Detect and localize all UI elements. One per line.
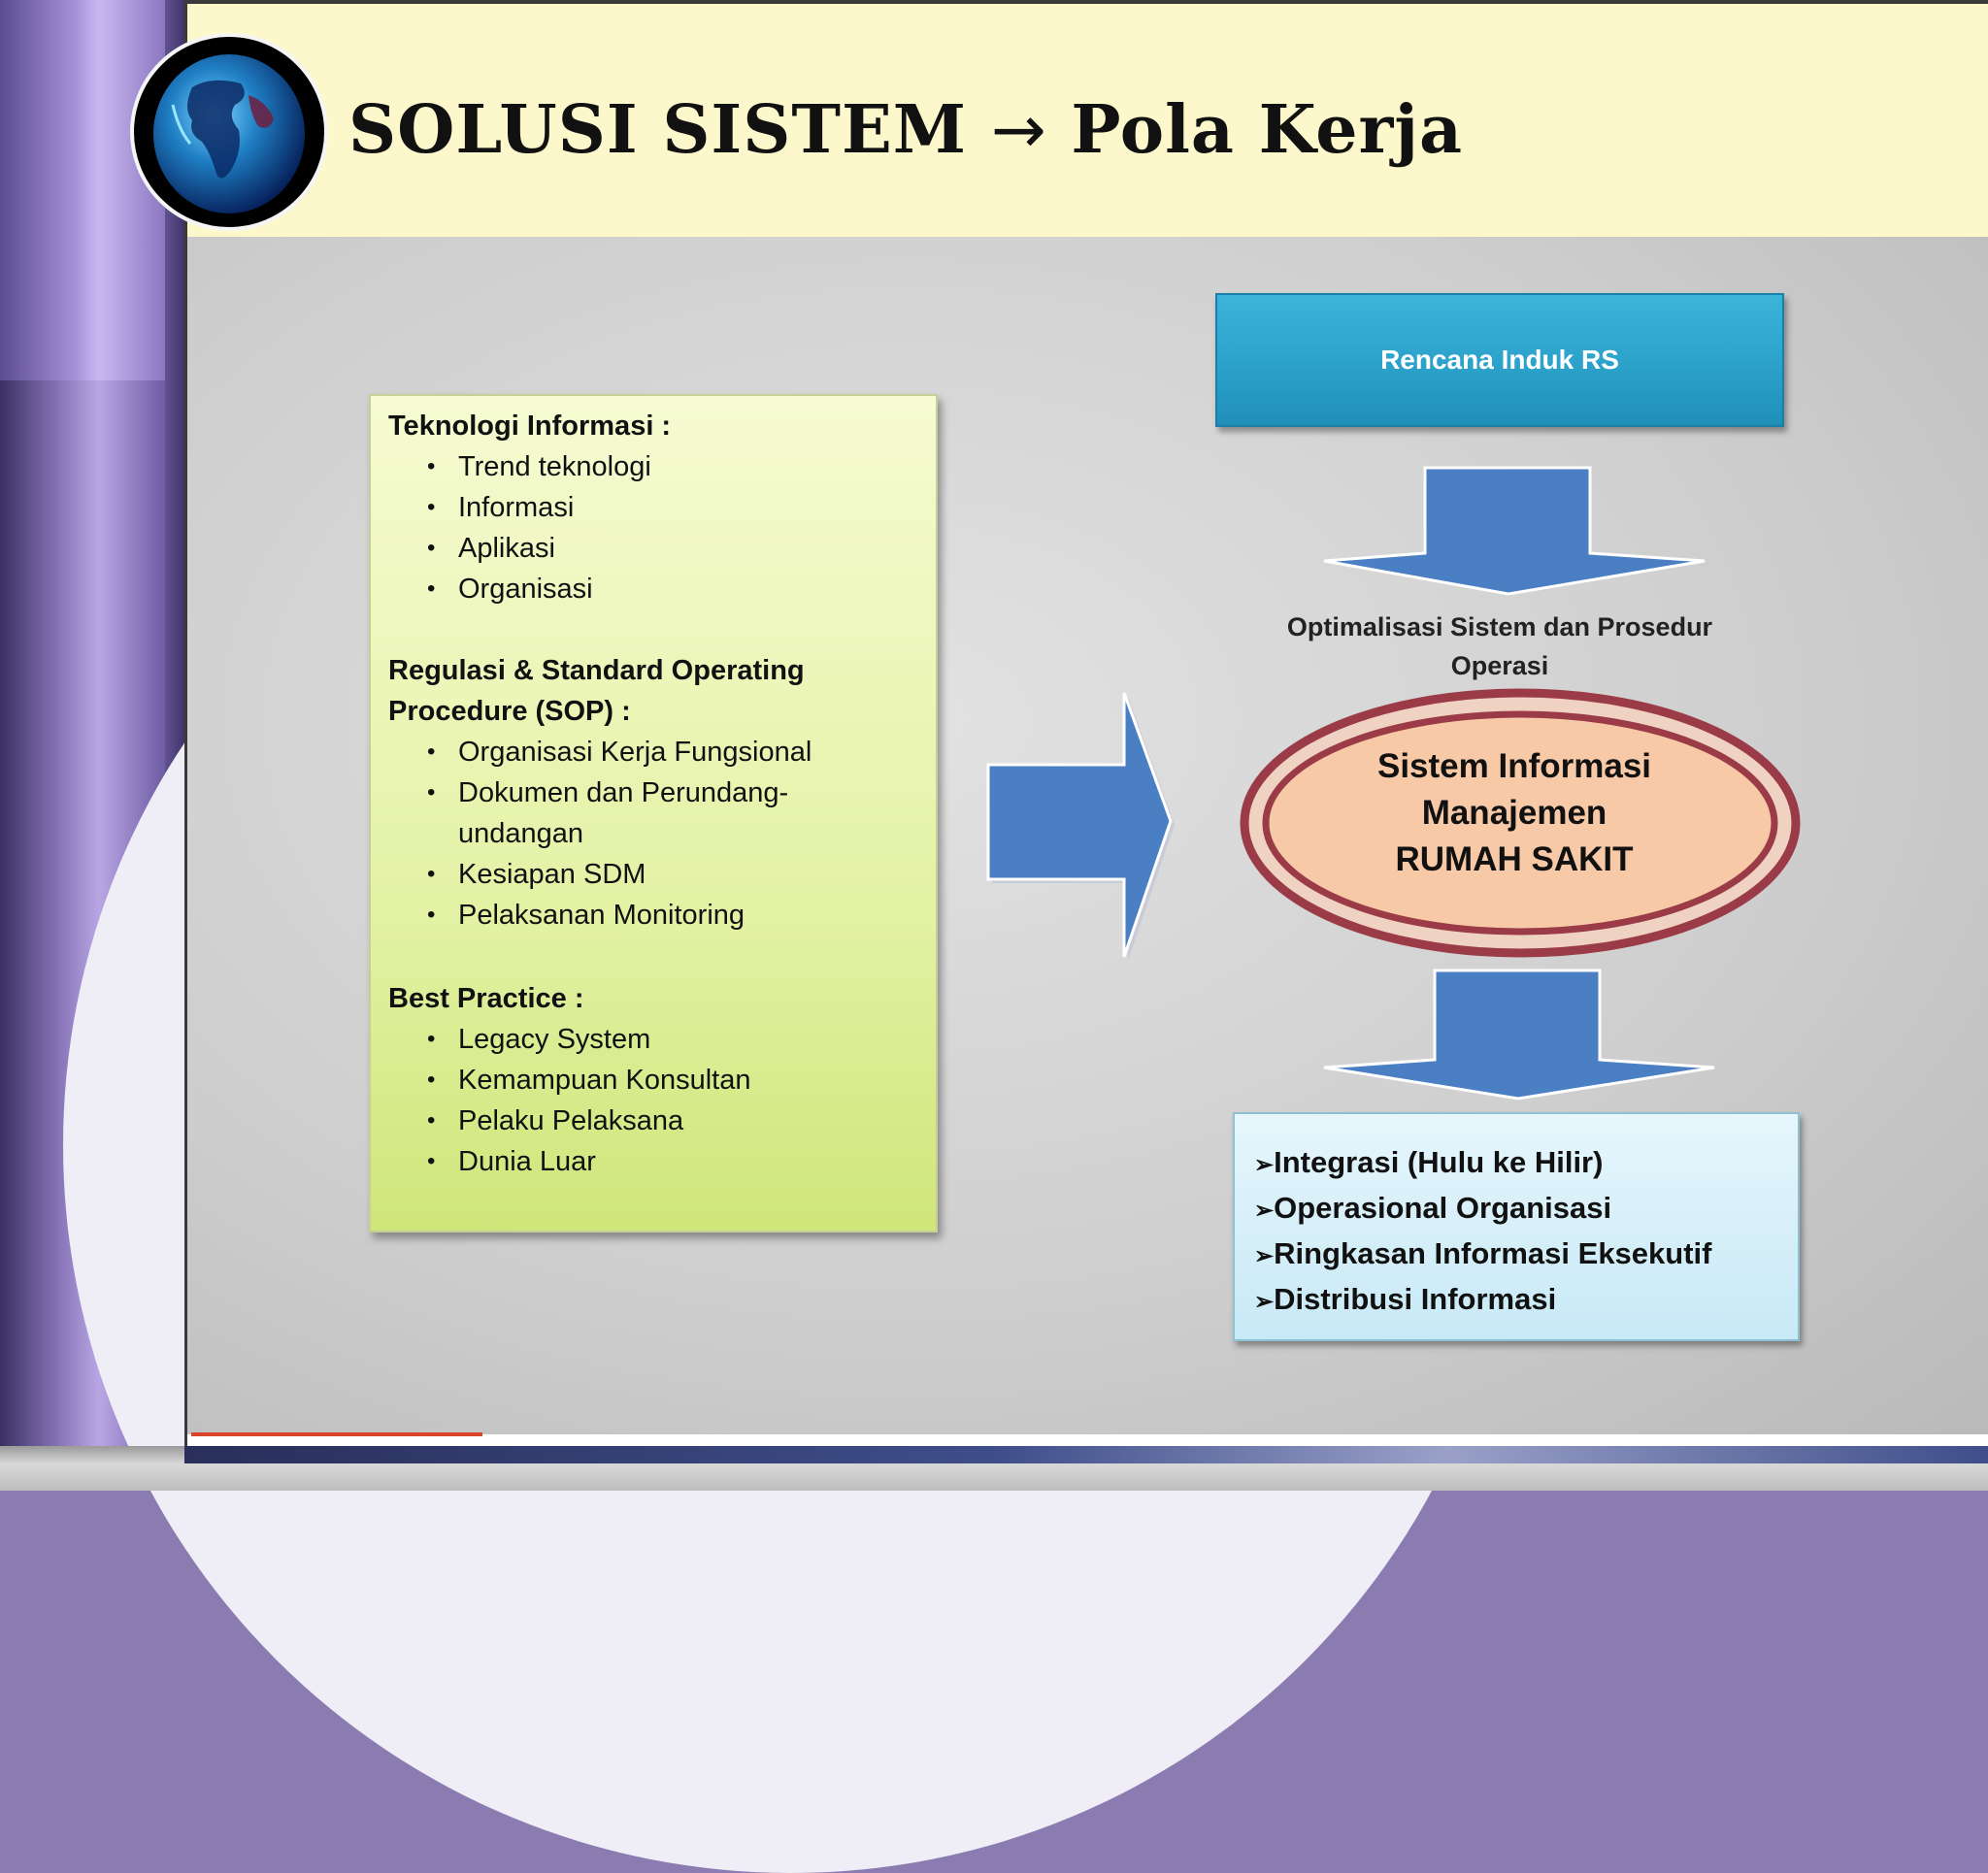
section-list: •Organisasi Kerja Fungsional •Dokumen da… — [371, 732, 895, 936]
right-arrow-icon — [986, 692, 1175, 961]
center-ellipse-text: Sistem Informasi Manajemen RUMAH SAKIT — [1262, 743, 1767, 883]
footer-stripe — [184, 1446, 1988, 1463]
list-item: •Dunia Luar — [427, 1146, 596, 1177]
section-list: •Trend teknologi •Informasi •Aplikasi •O… — [371, 446, 895, 609]
center-line-3: RUMAH SAKIT — [1395, 840, 1634, 878]
center-line-2: Manajemen — [1421, 794, 1607, 832]
list-item: ➢Integrasi (Hulu ke Hilir) — [1254, 1145, 1604, 1179]
left-factors-box: Teknologi Informasi : •Trend teknologi •… — [369, 394, 938, 1232]
section-heading: Regulasi & Standard Operating Procedure … — [388, 655, 805, 727]
list-item: ➢Operasional Organisasi — [1254, 1191, 1612, 1225]
list-item: •Kesiapan SDM — [427, 859, 646, 890]
list-item: •Trend teknologi — [427, 451, 651, 482]
list-item: •Informasi — [427, 492, 575, 523]
down-arrow-icon — [1323, 466, 1706, 596]
globe-icon — [130, 33, 328, 231]
rencana-induk-box: Rencana Induk RS — [1215, 293, 1784, 427]
section-list: •Legacy System •Kemampuan Konsultan •Pel… — [371, 1019, 895, 1182]
connector-label: Optimalisasi Sistem dan Prosedur Operasi — [1286, 612, 1713, 680]
outputs-list: ➢Integrasi (Hulu ke Hilir) ➢Operasional … — [1254, 1141, 1711, 1324]
list-item: •Organisasi — [427, 574, 593, 605]
center-ellipse — [1240, 688, 1801, 958]
title-part2: Pola Kerja — [1071, 91, 1464, 169]
section-heading: Teknologi Informasi : — [388, 411, 672, 442]
section-heading: Best Practice : — [388, 983, 584, 1014]
list-item: •Pelaku Pelaksana — [427, 1105, 684, 1136]
bottom-bar — [187, 1434, 1988, 1446]
list-item: •Pelaksanan Monitoring — [427, 900, 746, 931]
list-item: ➢Distribusi Informasi — [1254, 1282, 1557, 1316]
list-item: ➢Ringkasan Informasi Eksekutif — [1254, 1236, 1712, 1270]
left-decor-block — [0, 0, 165, 380]
slide-title: SOLUSI SISTEM → Pola Kerja — [348, 91, 1463, 169]
list-item: •Legacy System — [427, 1024, 651, 1055]
rencana-induk-label: Rencana Induk RS — [1380, 345, 1619, 375]
down-arrow-icon — [1323, 969, 1715, 1101]
title-part1: SOLUSI SISTEM — [348, 91, 968, 169]
list-item: •Aplikasi — [427, 533, 555, 564]
title-bar: SOLUSI SISTEM → Pola Kerja — [187, 0, 1988, 241]
outputs-box: ➢Integrasi (Hulu ke Hilir) ➢Operasional … — [1233, 1112, 1800, 1341]
bottom-accent-line — [191, 1432, 482, 1436]
list-item: •Kemampuan Konsultan — [427, 1065, 751, 1096]
list-item: •Dokumen dan Perundang-undangan — [427, 777, 789, 849]
center-line-1: Sistem Informasi — [1376, 747, 1652, 785]
title-arrow: → — [990, 92, 1047, 169]
list-item: •Organisasi Kerja Fungsional — [427, 737, 812, 768]
